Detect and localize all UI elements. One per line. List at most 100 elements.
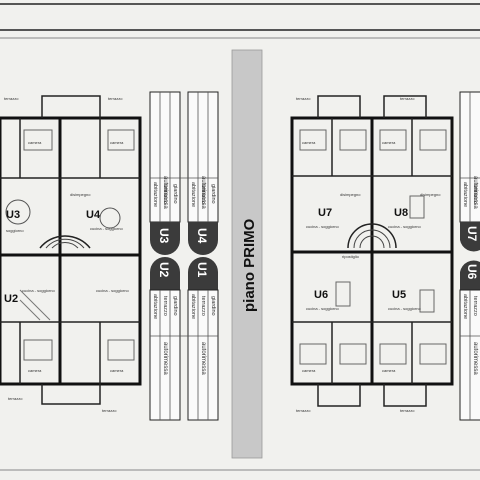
unit-tag-u6 [460,260,480,290]
room-label: cucina - soggiorno [388,306,421,311]
room-label: terrazzo [102,408,117,413]
room-label: ripostiglio [342,254,360,259]
bed [339,343,367,365]
room-label: terrazzo [8,396,23,401]
unit-label-u2: U2 [4,293,18,305]
room-label: camera [110,140,124,145]
unit-tag-u4 [188,222,218,255]
bed [107,339,135,361]
room-label: terrazzo [400,96,415,101]
legend-terrazzo: terrazzo [200,296,206,316]
bed [379,129,407,151]
room-label: terrazzo [108,96,123,101]
room-label: camera [302,140,316,145]
legend-abitazione: abitazione [152,182,158,207]
unit-tag-u3 [150,222,180,255]
room-label: terrazzo [296,96,311,101]
balcony-top-left [41,95,101,118]
legend-terrazzo: terrazzo [200,184,206,204]
svg-text:U2: U2 [157,262,171,278]
unit-label-u3: U3 [6,209,20,221]
legend-giardino: giardino [210,184,216,204]
svg-text:U4: U4 [195,228,209,244]
legend-abitazione: abitazione [190,182,196,207]
room-label: cucina - soggiorno [96,288,129,293]
left-legend: autorimessa autorimessa abitazione terra… [149,91,219,421]
staircase-left [39,235,91,249]
legend-giardino: giardino [172,184,178,204]
legend-autorimessa: autorimessa [162,176,168,209]
table-circle [99,207,121,229]
staircase-right [347,223,397,249]
room-label: disimpegno [420,192,441,197]
bed [23,339,53,361]
svg-text:U7: U7 [465,226,479,242]
bed [299,343,327,365]
title-band: piano PRIMO [231,49,263,459]
legend-abitazione: abitazione [462,294,468,319]
bed [379,343,407,365]
room-label: camera [28,368,42,373]
bed [23,129,53,151]
legend-terrazzo: terrazzo [162,296,168,316]
table [419,289,435,313]
room-label: camera [302,368,316,373]
unit-label-u5: U5 [392,289,406,301]
right-block: U7 U8 U6 U5 cucina - soggiorno cucina - … [290,95,454,413]
legend-autorimessa: autorimessa [200,176,206,209]
room-label: cucina - soggiorno [306,224,339,229]
legend-giardino: giardino [210,296,216,316]
floor-title: piano PRIMO [241,218,258,312]
room-label: camera [28,140,42,145]
svg-text:U3: U3 [157,228,171,244]
balcony-bottom-right-b [383,384,427,407]
table-circle [5,199,31,225]
room-label: cucina - soggiorno [90,226,123,231]
bed [419,343,447,365]
room-label: cucina - soggiorno [22,288,55,293]
room-label: camera [110,368,124,373]
balcony-top-right-a [317,95,361,118]
room-label: terrazzo [4,96,19,101]
bed [107,129,135,151]
room-label: disimpegno [70,192,91,197]
legend-abitazione: abitazione [462,182,468,207]
unit-label-u7: U7 [318,207,332,219]
bed [299,129,327,151]
legend-abitazione: abitazione [190,294,196,319]
room-label: terrazzo [400,408,415,413]
balcony-bottom-right-a [317,384,361,407]
legend-giardino: giardino [172,296,178,316]
unit-label-u8: U8 [394,207,408,219]
legend-autorimessa: autorimessa [200,342,206,375]
svg-text:U6: U6 [465,264,479,280]
svg-text:U1: U1 [195,262,209,278]
legend-terrazzo: terrazzo [162,184,168,204]
right-legend: autorimessa abitazione terrazzo U7 U6 ab… [459,91,480,421]
room-label: terrazzo [296,408,311,413]
room-label: soggiorno [6,228,24,233]
table [409,195,425,219]
table [335,281,351,307]
room-label: camera [382,140,396,145]
unit-tag-u7 [460,222,480,252]
legend-autorimessa: autorimessa [472,342,478,375]
legend-abitazione: abitazione [152,294,158,319]
room-label: cucina - soggiorno [306,306,339,311]
left-block-outline [0,116,142,386]
bed [339,129,367,151]
balcony-bottom-left [41,384,101,405]
unit-tag-u2 [150,257,180,290]
legend-autorimessa: autorimessa [472,176,478,209]
room-label: cucina - soggiorno [388,224,421,229]
room-label: disimpegno [340,192,361,197]
legend-terrazzo: terrazzo [472,296,478,316]
legend-terrazzo: terrazzo [472,184,478,204]
balcony-top-right-b [383,95,427,118]
bed [419,129,447,151]
left-block: U3 U4 U2 disimpegno cucina - soggiorno s… [0,95,142,413]
room-label: camera [382,368,396,373]
legend-autorimessa: autorimessa [162,342,168,375]
